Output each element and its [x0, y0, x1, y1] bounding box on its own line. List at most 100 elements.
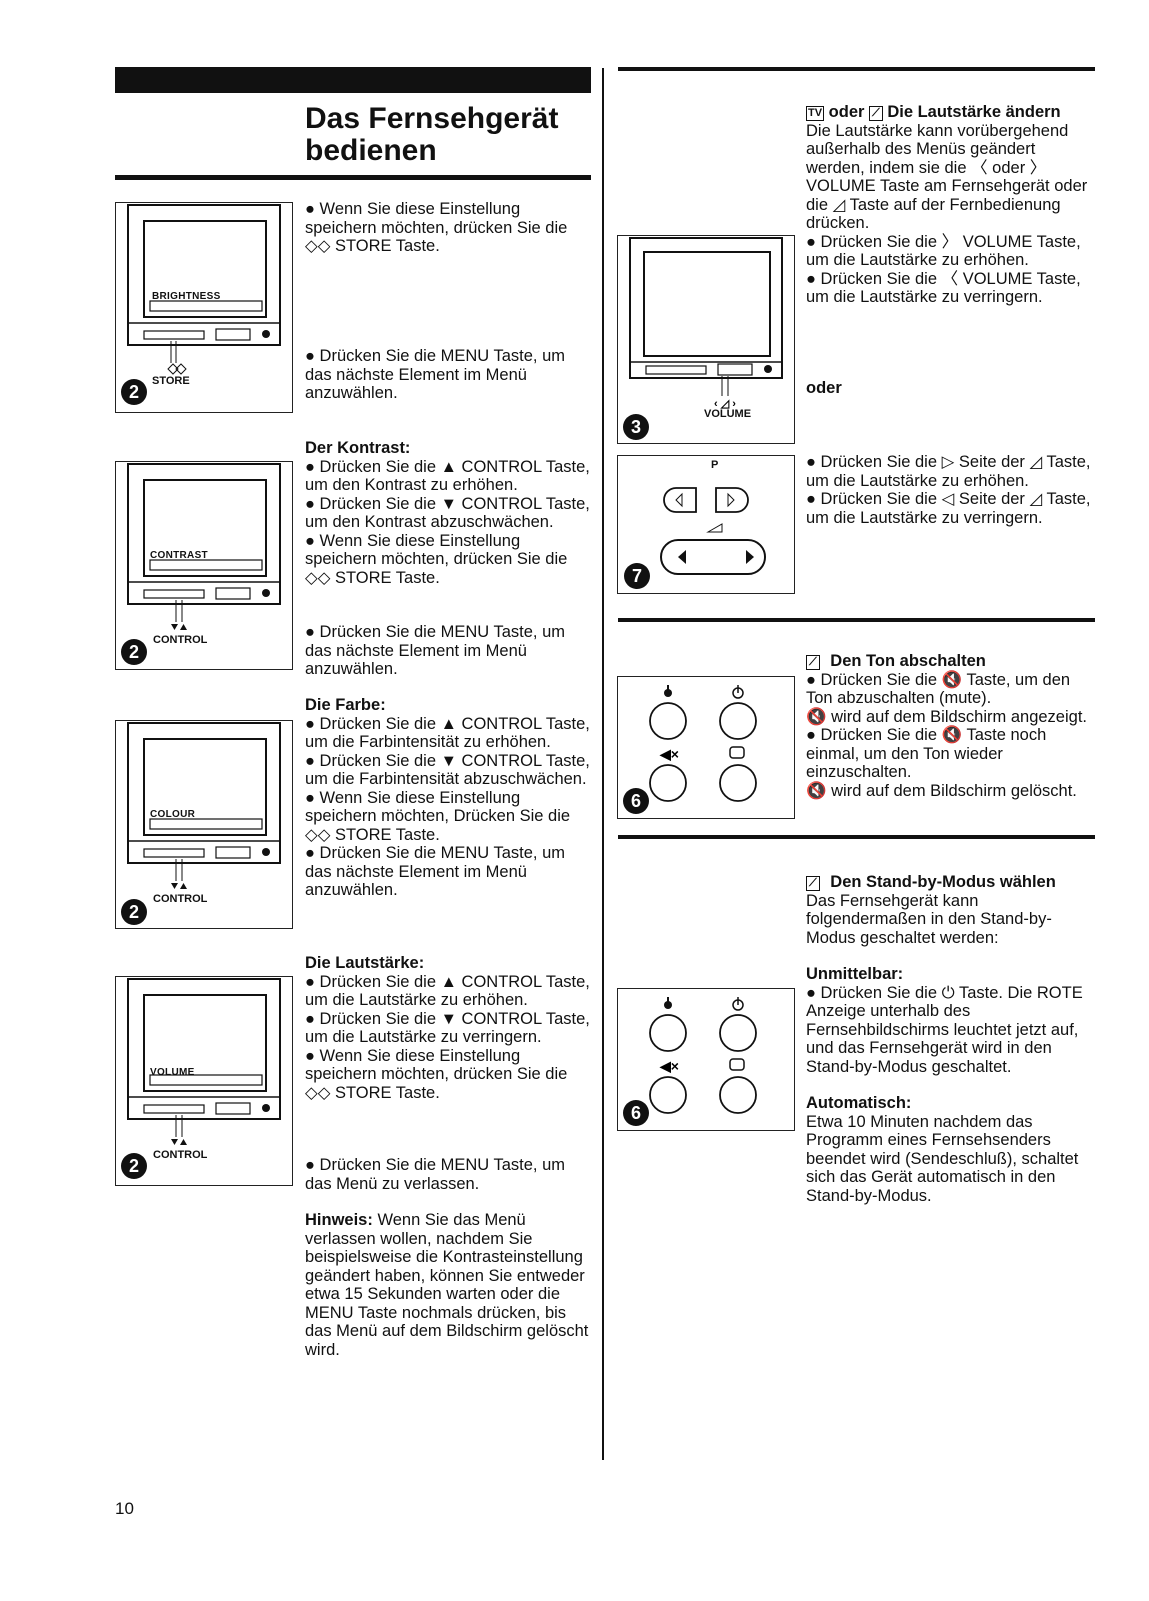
- figure-number: 7: [624, 563, 650, 589]
- page-title-line2: bedienen: [305, 134, 437, 167]
- page-title-line1: Das Fernsehgerät: [305, 102, 559, 135]
- store-instruction: ● Wenn Sie diese Einstellung speichern m…: [305, 200, 590, 256]
- volume-head-oder: oder: [828, 103, 865, 121]
- volume-section: TV oder ⟋ Die Lautstärke ändern Die Laut…: [806, 103, 1096, 307]
- lautstaerke-line: ● Drücken Sie die ▼ CONTROL Taste, um di…: [305, 1009, 590, 1047]
- lautstaerke-line: ● Drücken Sie die ▲ CONTROL Taste, um di…: [305, 972, 590, 1010]
- tv-drawing: [127, 722, 281, 889]
- unmittelbar-text: ● Drücken Sie die ⏻ Taste. Die ROTE Anze…: [806, 983, 1083, 1076]
- farbe-line: ● Drücken Sie die MENU Taste, um das näc…: [305, 844, 566, 899]
- remote-figure-standby: ◀× 6: [617, 988, 795, 1131]
- kontrast-line: ● Wenn Sie diese Einstellung speichern m…: [305, 531, 568, 587]
- rule-standby: [618, 835, 1095, 839]
- hinweis-note: Hinweis: Wenn Sie das Menü verlassen wol…: [305, 1211, 595, 1359]
- button-label-control: CONTROL: [153, 634, 208, 646]
- kontrast-line: ● Drücken Sie die ▲ CONTROL Taste, um de…: [305, 457, 590, 495]
- menu-exit-text: ● Drücken Sie die MENU Taste, um das Men…: [305, 1156, 566, 1193]
- store-text: ● Wenn Sie diese Einstellung speichern m…: [305, 200, 568, 255]
- mute-head-row: ⟋ Den Ton abschalten: [806, 652, 1096, 671]
- standby-section: ⟋ Den Stand-by-Modus wählen Das Fernsehg…: [806, 873, 1096, 1205]
- remote-volume-line: ● Drücken Sie die ▷ Seite der ◿ Taste, u…: [806, 453, 1091, 490]
- remote-icon: ⟋: [869, 106, 883, 121]
- standby-intro: Das Fernsehgerät kann folgendermaßen in …: [806, 891, 1052, 947]
- header-bar-left: [115, 67, 591, 93]
- remote-volume-line: ● Drücken Sie die ◁ Seite der ◿ Taste, u…: [806, 490, 1091, 527]
- screen-label-colour: COLOUR: [150, 809, 196, 820]
- farbe-line: ● Wenn Sie diese Einstellung speichern m…: [305, 788, 571, 844]
- button-label-volume: VOLUME: [704, 408, 752, 420]
- tv-figure-volume: VOLUME CONTROL 2: [115, 976, 293, 1186]
- screen-label-brightness: BRIGHTNESS: [152, 291, 221, 302]
- hinweis-text: Wenn Sie das Menü verlassen wollen, nach…: [305, 1211, 589, 1359]
- title-rule: [115, 175, 591, 180]
- kontrast-section: Der Kontrast: ● Drücken Sie die ▲ CONTRO…: [305, 439, 595, 587]
- menu-text-2: ● Drücken Sie die MENU Taste, um das näc…: [305, 623, 566, 678]
- mute-line: ● Drücken Sie die 🔇 Taste noch einmal, u…: [806, 726, 1047, 781]
- tv-figure-brightness: BRIGHTNESS STORE 2: [115, 202, 293, 413]
- remote-icon: ⟋: [806, 876, 820, 891]
- remote-drawing: [660, 487, 766, 575]
- tv-figure-colour: COLOUR CONTROL 2: [115, 720, 293, 929]
- figure-number: 6: [623, 1100, 649, 1126]
- mute-head: Den Ton abschalten: [830, 652, 986, 670]
- figure-number: 2: [121, 639, 147, 665]
- mute-line: ● Drücken Sie die 🔇 Taste, um den Ton ab…: [806, 670, 1071, 708]
- volume-line: ● Drücken Sie die 〉 VOLUME Taste, um die…: [806, 232, 1081, 270]
- mute-section: ⟋ Den Ton abschalten ● Drücken Sie die 🔇…: [806, 652, 1096, 800]
- farbe-section: Die Farbe: ● Drücken Sie die ▲ CONTROL T…: [305, 696, 590, 900]
- figure-number: 2: [121, 899, 147, 925]
- button-label-control: CONTROL: [153, 893, 208, 905]
- header-bar-right: [618, 67, 1095, 71]
- farbe-line: ● Drücken Sie die ▼ CONTROL Taste, um di…: [305, 751, 590, 789]
- figure-number: 6: [623, 788, 649, 814]
- screen-label-contrast: CONTRAST: [150, 550, 208, 561]
- standby-head: Den Stand-by-Modus wählen: [830, 873, 1056, 891]
- mute-line: 🔇 wird auf dem Bildschirm gelöscht.: [806, 781, 1077, 800]
- unmittelbar-head: Unmittelbar:: [806, 965, 904, 983]
- farbe-head: Die Farbe:: [305, 696, 386, 714]
- remote-figure-volume: P 7: [617, 455, 795, 594]
- tv-drawing: [127, 463, 281, 630]
- page-number: 10: [115, 1499, 134, 1518]
- svg-text:◀×: ◀×: [659, 746, 679, 762]
- remote-buttons-drawing: ◀×: [649, 685, 757, 802]
- remote-volume-section: ● Drücken Sie die ▷ Seite der ◿ Taste, u…: [806, 453, 1091, 527]
- farbe-line: ● Drücken Sie die ▲ CONTROL Taste, um di…: [305, 714, 590, 752]
- menu-instruction-1: ● Drücken Sie die MENU Taste, um das näc…: [305, 347, 590, 403]
- kontrast-head: Der Kontrast:: [305, 439, 411, 457]
- lautstaerke-head: Die Lautstärke:: [305, 954, 425, 972]
- tv-drawing: ‹ ◿ ›: [629, 237, 783, 410]
- page-title: Das Fernsehgerät bedienen: [305, 103, 558, 167]
- standby-head-row: ⟋ Den Stand-by-Modus wählen: [806, 873, 1096, 892]
- kontrast-line: ● Drücken Sie die ▼ CONTROL Taste, um de…: [305, 494, 590, 532]
- automatisch-head: Automatisch:: [806, 1094, 912, 1112]
- menu-text-1: ● Drücken Sie die MENU Taste, um das näc…: [305, 347, 566, 402]
- rule-mute: [618, 618, 1095, 622]
- figure-number: 2: [121, 379, 147, 405]
- tv-icon: TV: [806, 106, 825, 121]
- remote-icon: ⟋: [806, 655, 820, 670]
- figure-number: 3: [623, 414, 649, 440]
- mute-line: 🔇 wird auf dem Bildschirm angezeigt.: [806, 707, 1087, 726]
- button-label-control: CONTROL: [153, 1149, 208, 1161]
- tv-figure-volume-buttons: ‹ ◿ › VOLUME 3: [617, 235, 795, 444]
- tv-drawing: [127, 204, 281, 375]
- automatisch-text: Etwa 10 Minuten nachdem das Programm ein…: [806, 1112, 1079, 1205]
- p-label: P: [711, 459, 719, 471]
- tv-figure-contrast: CONTRAST CONTROL 2: [115, 461, 293, 670]
- menu-exit-instruction: ● Drücken Sie die MENU Taste, um das Men…: [305, 1156, 590, 1193]
- oder-text: oder: [806, 379, 842, 397]
- lautstaerke-line: ● Wenn Sie diese Einstellung speichern m…: [305, 1046, 568, 1102]
- svg-text:◀×: ◀×: [659, 1058, 679, 1074]
- figure-number: 2: [121, 1153, 147, 1179]
- tv-drawing: [127, 978, 281, 1145]
- hinweis-head: Hinweis:: [305, 1211, 373, 1229]
- remote-buttons-drawing: ◀×: [649, 997, 757, 1114]
- column-divider: [602, 68, 604, 1460]
- svg-text:‹ ◿ ›: ‹ ◿ ›: [714, 398, 736, 410]
- volume-line: ● Drücken Sie die 〈 VOLUME Taste, um die…: [806, 269, 1081, 307]
- menu-instruction-2: ● Drücken Sie die MENU Taste, um das näc…: [305, 623, 590, 679]
- volume-head-row: TV oder ⟋ Die Lautstärke ändern: [806, 103, 1096, 122]
- button-label-store: STORE: [152, 375, 190, 387]
- volume-head: Die Lautstärke ändern: [887, 103, 1061, 121]
